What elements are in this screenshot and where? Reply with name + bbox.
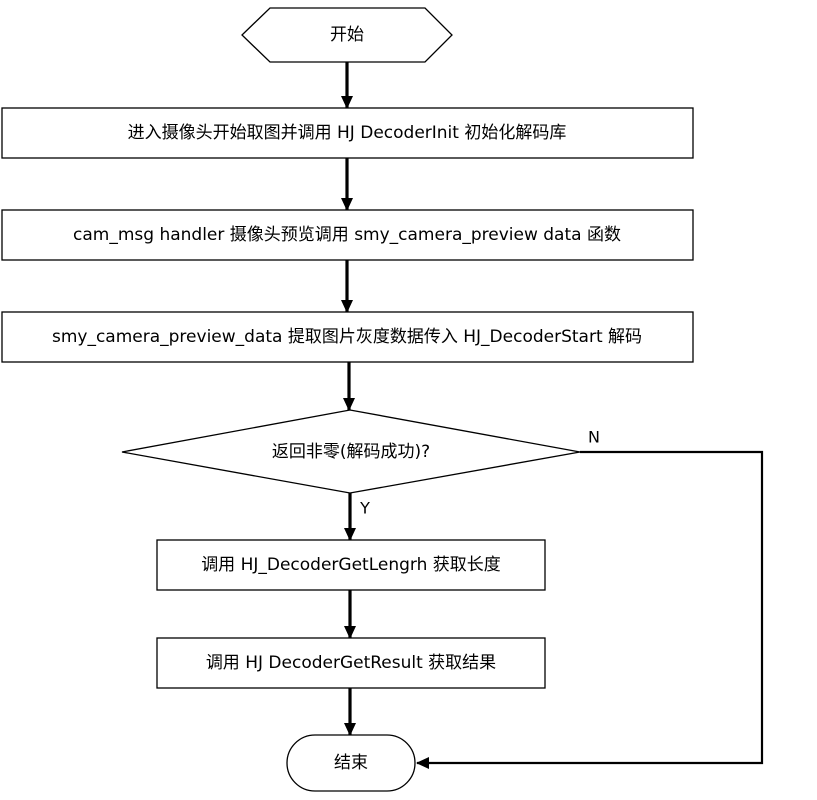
step3-box (1, 311, 694, 363)
step1-node: 进入摄像头开始取图并调用 HJ DecoderInit 初始化解码库 (1, 107, 694, 159)
step5-label: 调用 HJ DecoderGetResult 获取结果 (206, 653, 496, 673)
end-label: 结束 (334, 753, 368, 773)
step1-label: 进入摄像头开始取图并调用 HJ DecoderInit 初始化解码库 (128, 123, 567, 143)
end-node: 结束 (286, 734, 416, 792)
edge-label-no: N (588, 428, 600, 447)
step2-label: cam_msg handler 摄像头预览调用 smy_camera_previ… (73, 225, 621, 245)
step4-label: 调用 HJ_DecoderGetLengrh 获取长度 (201, 555, 501, 575)
step1-box (1, 107, 694, 159)
decision-node: 返回非零(解码成功)? (121, 409, 581, 494)
start-node: 开始 (241, 7, 453, 63)
step3-node: smy_camera_preview_data 提取图片灰度数据传入 HJ_De… (1, 311, 694, 363)
start-hexagon (241, 7, 453, 63)
step4-box (156, 539, 546, 591)
arrow-decision-no-to-end (416, 450, 764, 769)
step4-node: 调用 HJ_DecoderGetLengrh 获取长度 (156, 539, 546, 591)
start-label: 开始 (330, 25, 364, 45)
step2-node: cam_msg handler 摄像头预览调用 smy_camera_previ… (1, 209, 694, 261)
decision-label: 返回非零(解码成功)? (272, 442, 430, 462)
step5-node: 调用 HJ DecoderGetResult 获取结果 (156, 637, 546, 689)
step2-box (1, 209, 694, 261)
edge-label-yes: Y (359, 499, 370, 518)
end-terminator (286, 734, 416, 792)
step5-box (156, 637, 546, 689)
step3-label: smy_camera_preview_data 提取图片灰度数据传入 HJ_De… (52, 327, 642, 347)
